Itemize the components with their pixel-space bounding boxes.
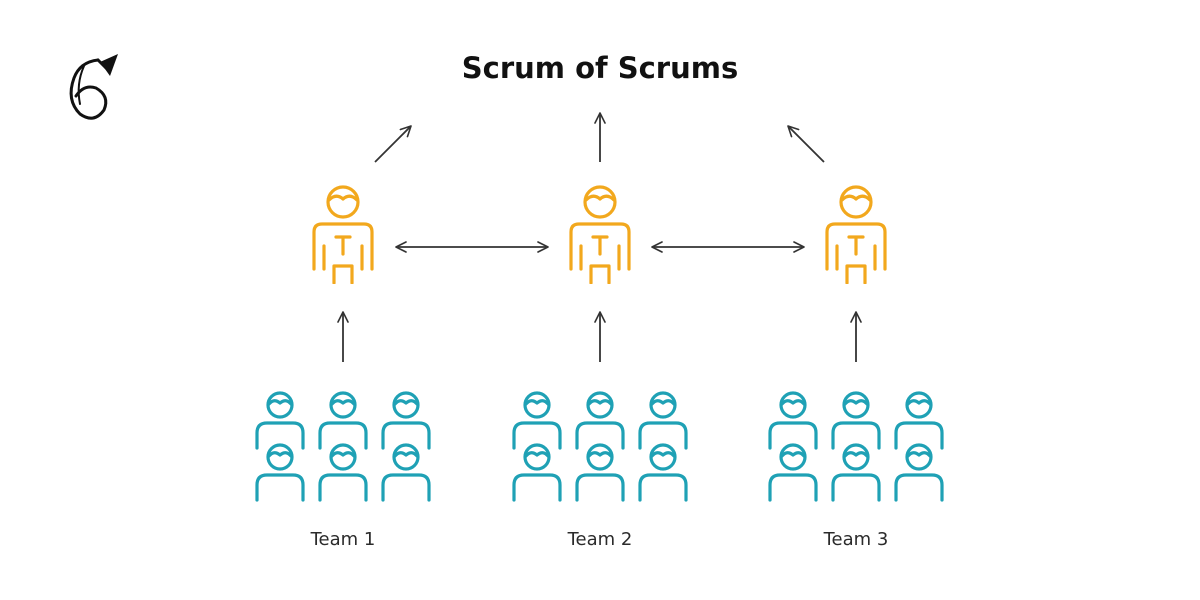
- arrow-rep1-to-top: [374, 125, 412, 163]
- arrow-rep3-to-top: [787, 125, 825, 163]
- team-3-label: Team 3: [823, 529, 889, 550]
- brand-logo-icon: [69, 54, 118, 120]
- team-3-members-group: [770, 393, 942, 500]
- page-title: Scrum of Scrums: [462, 51, 738, 85]
- team-2-members-group: [514, 393, 686, 500]
- team-2-representative-icon: [569, 185, 631, 284]
- team-1-members-group: [257, 393, 429, 500]
- team-2-label: Team 2: [567, 529, 633, 550]
- team-1-representative-icon: [312, 185, 374, 284]
- team-3-representative-icon: [825, 185, 887, 284]
- team-1-label: Team 1: [310, 529, 376, 550]
